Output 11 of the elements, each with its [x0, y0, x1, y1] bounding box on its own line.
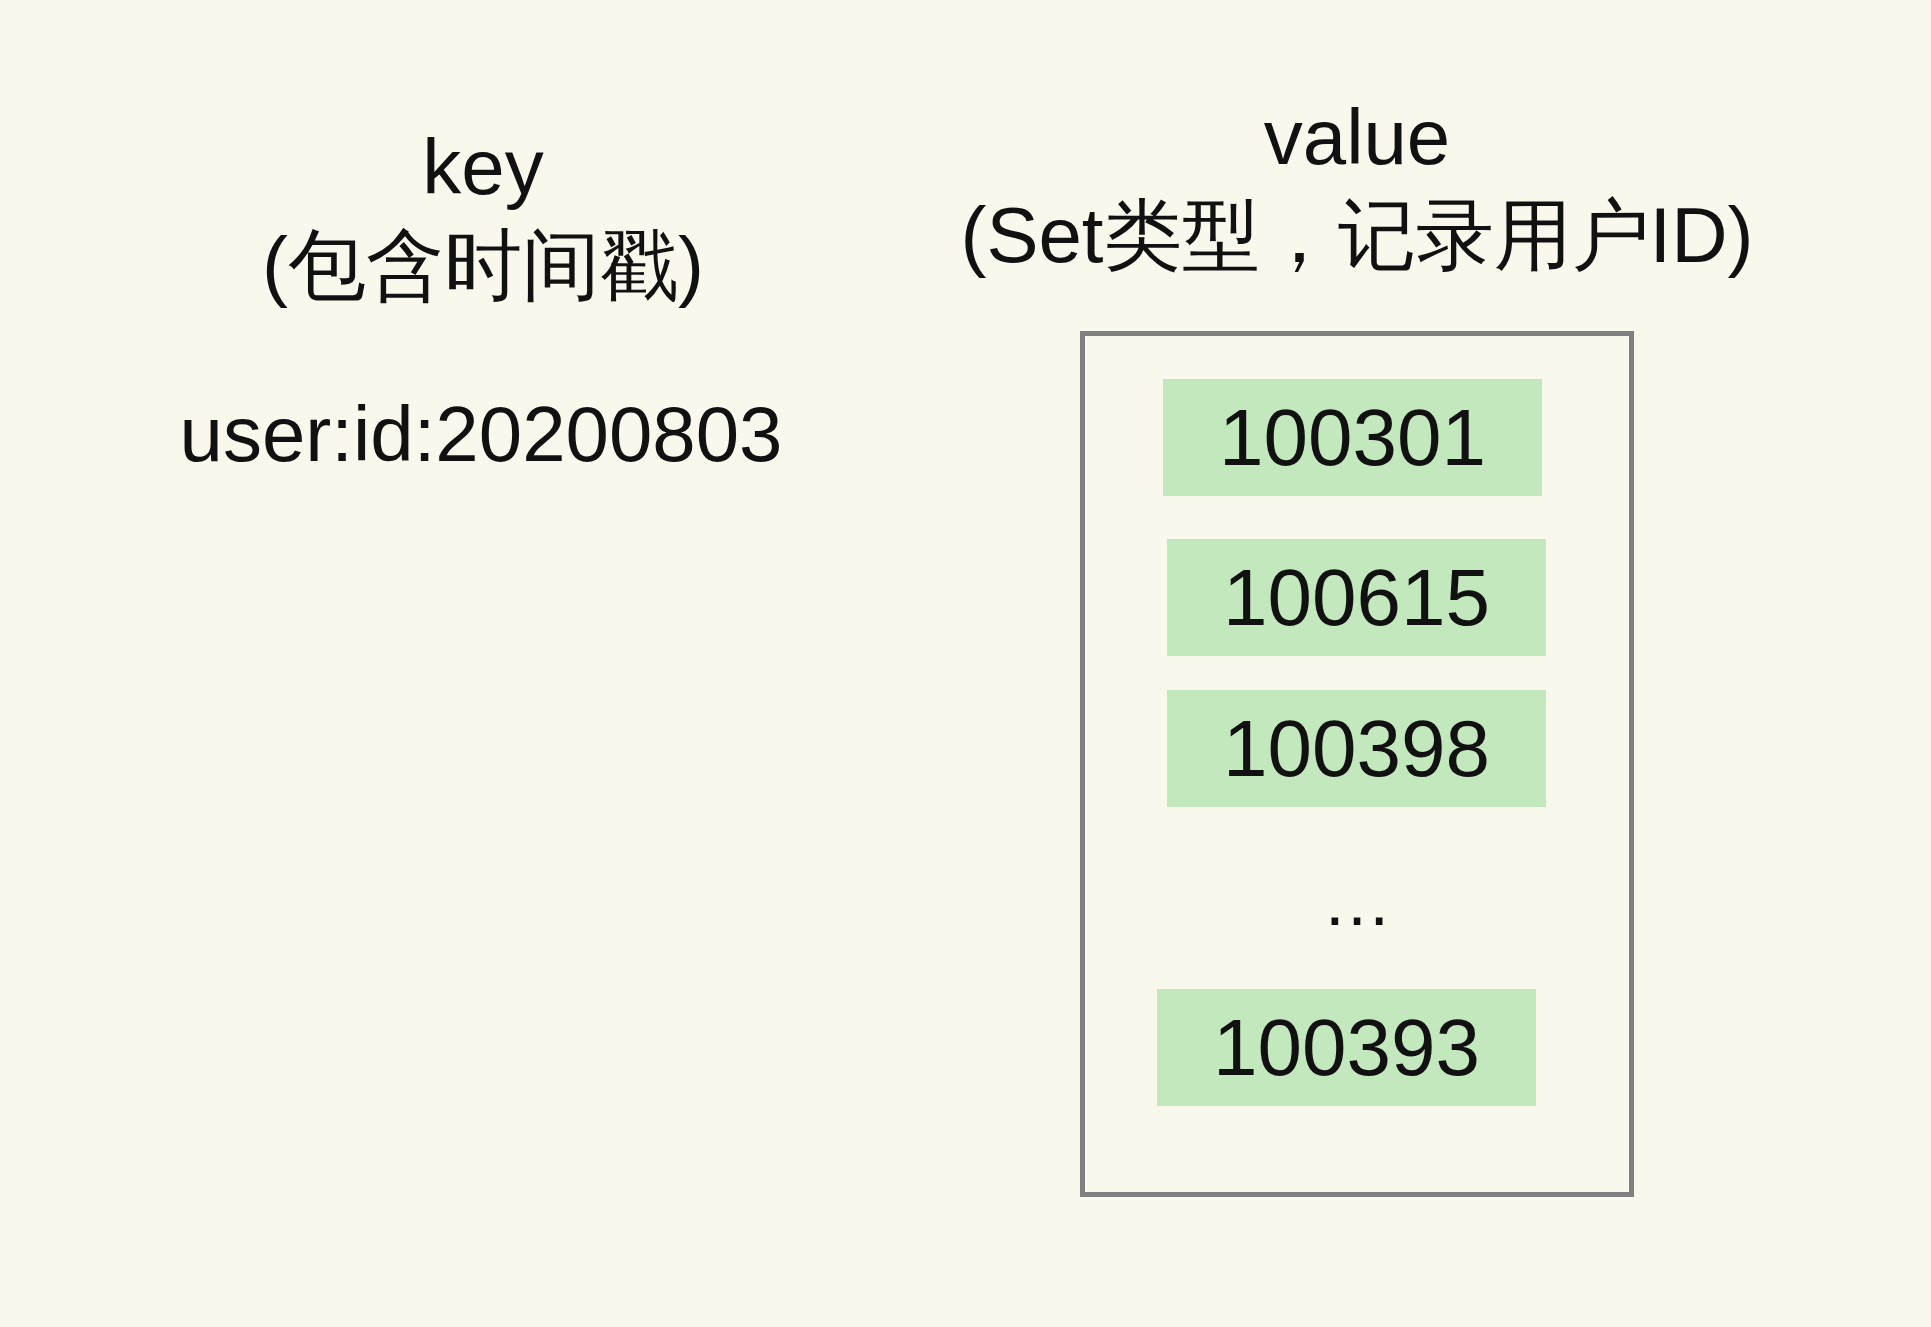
member-id: 100393 — [1213, 1007, 1480, 1088]
member-box — [1167, 539, 1546, 656]
member-box — [1163, 379, 1542, 496]
ellipsis: … — [1322, 866, 1392, 936]
member-id: 100398 — [1223, 708, 1490, 789]
member-box — [1157, 989, 1536, 1106]
member-box — [1167, 690, 1546, 807]
value-heading: value — [1263, 98, 1451, 176]
member-id: 100301 — [1219, 397, 1486, 478]
member-id: 100615 — [1223, 557, 1490, 638]
key-name: user:id:20200803 — [179, 395, 783, 473]
